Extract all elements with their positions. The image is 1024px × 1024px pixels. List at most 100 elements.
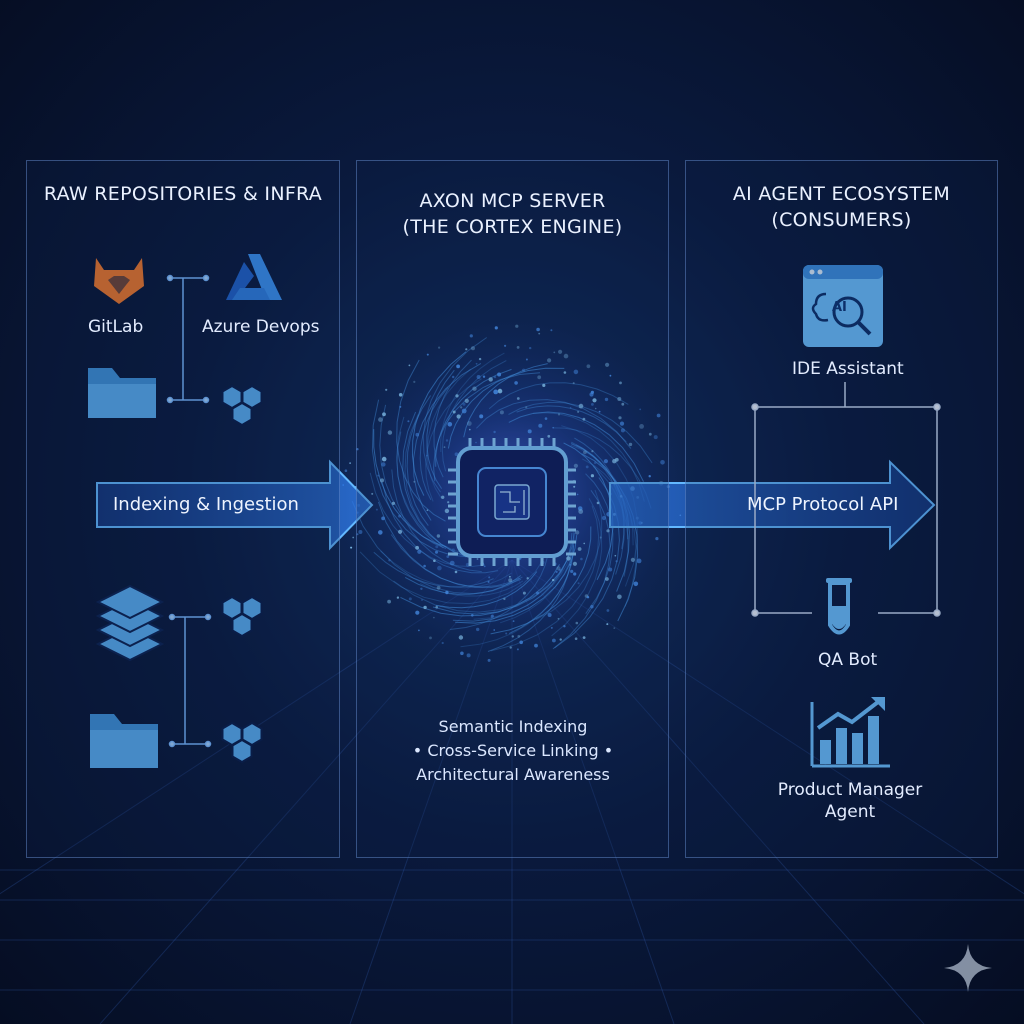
swirl-particle [569,407,572,409]
swirl-particle [443,446,446,448]
swirl-strand [585,473,614,614]
panel-title-agents: AI AGENT ECOSYSTEM (CONSUMERS) [732,183,951,231]
swirl-strand [432,532,575,615]
swirl-strand [411,351,467,496]
swirl-particle [591,403,594,406]
swirl-particle [476,558,479,560]
swirl-particle [516,397,520,400]
swirl-particle [578,509,584,514]
swirl-particle [522,591,526,595]
swirl-particle [358,530,363,534]
swirl-particle [522,368,526,372]
agent-connectors [751,382,941,617]
swirl-particle [396,596,400,599]
swirl-particle [511,635,514,638]
swirl-strand [447,367,565,449]
swirl-particle [433,616,435,619]
swirl-particle [475,362,478,365]
swirl-particle [569,563,572,566]
swirl-strand [435,368,512,467]
swirl-particle [415,545,419,550]
swirl-particle [557,413,561,416]
swirl-strand [380,550,512,589]
swirl-strand [490,505,600,652]
ide-assistant-label: IDE Assistant [792,359,904,379]
swirl-particle [630,557,636,563]
swirl-strand [373,429,447,548]
swirl-particle [494,326,498,330]
azure-devops-label: Azure Devops [202,317,320,337]
swirl-particle [458,635,464,640]
swirl-particle [356,448,359,451]
swirl-strand [419,387,449,501]
swirl-particle [487,658,491,662]
swirl-strand [463,363,548,438]
swirl-particle [349,462,351,464]
swirl-particle [344,469,348,473]
swirl-strand [473,542,575,620]
swirl-particle [429,636,432,640]
swirl-particle [582,636,586,639]
swirl-particle [614,554,617,557]
panel-title-sources: RAW REPOSITORIES & INFRA [43,183,323,205]
swirl-particle [580,557,583,561]
swirl-particle [619,421,625,426]
gitlab-icon [94,258,144,304]
swirl-particle [460,406,463,409]
swirl-particle [509,646,512,649]
swirl-particle [466,421,472,426]
test-tube-icon [826,578,852,635]
swirl-particle [398,514,402,518]
swirl-particle [452,410,456,414]
swirl-particle [608,567,613,572]
swirl-particle [517,634,521,638]
feature-architectural-awareness: Architectural Awareness [416,765,610,784]
gitlab-label: GitLab [88,317,144,337]
swirl-particle [648,475,651,478]
swirl-particle [556,566,561,571]
swirl-particle [479,414,484,419]
swirl-particle [475,441,477,444]
swirl-particle [576,493,579,496]
swirl-strand [377,501,522,588]
swirl-particle [435,550,438,554]
swirl-particle [487,580,490,583]
swirl-particle [504,344,507,347]
swirl-particle [590,474,595,478]
swirl-particle [447,422,453,427]
swirl-particle [380,478,384,483]
swirl-particle [471,614,474,617]
chip-icon [448,438,576,566]
swirl-strand [508,411,644,482]
swirl-particle [515,324,519,328]
swirl-strand [433,372,541,482]
swirl-particle [466,653,471,658]
swirl-particle [570,569,574,574]
cluster-icon [221,595,263,638]
swirl-particle [557,617,560,620]
swirl-strand [404,575,522,595]
swirl-particle [469,428,471,431]
swirl-particle [544,417,548,420]
swirl-particle [454,452,459,457]
qa-bot-label: QA Bot [818,650,878,670]
swirl-particle [461,408,467,414]
swirl-strand [379,404,447,550]
swirl-particle [525,406,528,409]
swirl-particle [460,651,464,656]
ingest-arrow [96,459,374,551]
swirl-particle [381,462,386,467]
swirl-particle [639,424,644,429]
protocol-label: MCP Protocol API [747,494,899,515]
layers-icon [95,584,165,662]
swirl-particle [472,386,477,391]
swirl-particle [574,637,578,640]
swirl-particle [599,536,602,539]
swirl-particle [398,529,403,534]
swirl-strand [476,399,632,449]
swirl-particle [435,545,439,549]
swirl-particle [446,555,450,558]
panel-title-engine: AXON MCP SERVER (THE CORTEX ENGINE) [402,190,623,238]
swirl-particle [482,375,486,378]
swirl-particle [593,461,597,465]
